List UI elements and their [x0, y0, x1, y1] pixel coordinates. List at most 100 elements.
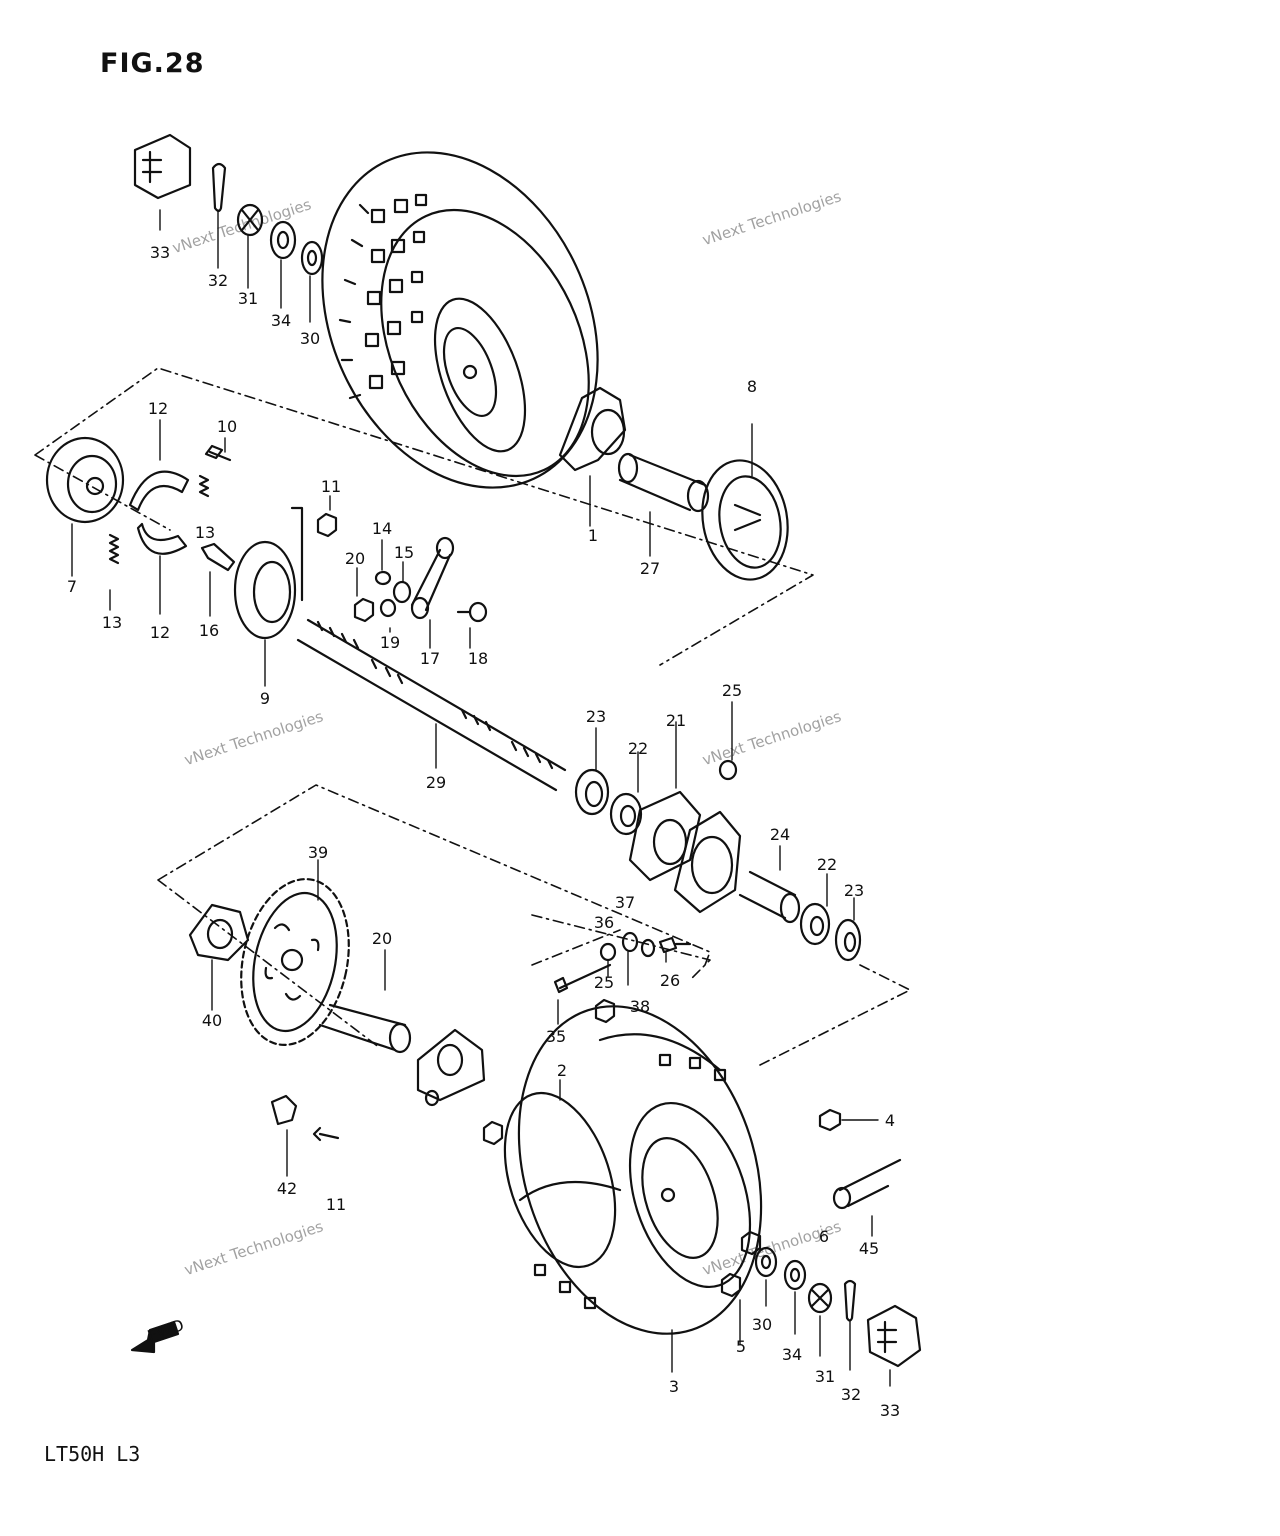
- knuckle-upper: [558, 386, 627, 472]
- callout-label: 34: [782, 1345, 802, 1364]
- nut-25: [718, 759, 738, 781]
- brake-bolt: [204, 444, 232, 462]
- brake-panel: [233, 506, 304, 640]
- brake-shoe-upper: [128, 470, 190, 512]
- cotter-pin-lower: [843, 1279, 857, 1322]
- brake-arm: [410, 536, 455, 620]
- valve-4: [818, 1108, 842, 1132]
- callout-label: 11: [326, 1195, 346, 1214]
- callout-label: 5: [736, 1337, 746, 1356]
- callout-label: 1: [588, 526, 598, 545]
- callout-label: 21: [666, 711, 686, 730]
- washer-30-lower: [754, 1246, 778, 1278]
- spacer-20: [318, 1003, 412, 1054]
- washer-36: [599, 942, 617, 962]
- nut-center: [482, 1120, 504, 1146]
- callout-label: 3: [669, 1377, 679, 1396]
- callout-label: 4: [885, 1111, 895, 1130]
- callout-label: 14: [372, 519, 392, 538]
- oil-seal-22b: [799, 902, 831, 946]
- callout-label: 23: [586, 707, 606, 726]
- callout-label: 22: [628, 739, 648, 758]
- callout-label: 18: [468, 649, 488, 668]
- callout-label: 29: [426, 773, 446, 792]
- leader-lines-wheel: [841, 1119, 879, 1237]
- nut-20: [353, 597, 375, 623]
- fwd-label: FWD: [145, 1315, 187, 1346]
- callout-label: 27: [640, 559, 660, 578]
- callout-label: 32: [208, 271, 228, 290]
- callout-label: 10: [217, 417, 237, 436]
- front-tire-upper: [321, 151, 599, 489]
- bolt-26: [658, 936, 692, 954]
- brake-drum-upper: [701, 459, 789, 581]
- bolt-left: [312, 1126, 340, 1142]
- callout-label: 13: [102, 613, 122, 632]
- cotter-pin-upper: [211, 162, 227, 213]
- callout-label: 30: [300, 329, 320, 348]
- leader-lines-sprocket: [211, 859, 386, 1177]
- callout-label: 33: [150, 243, 170, 262]
- brake-drum-left: [45, 436, 125, 524]
- washer-38: [640, 938, 656, 958]
- callout-label: 12: [148, 399, 168, 418]
- callout-label: 31: [238, 289, 258, 308]
- sprocket-39: [240, 878, 350, 1046]
- figure-title: FIG.28: [100, 48, 205, 79]
- callout-label: 31: [815, 1367, 835, 1386]
- callout-label: 45: [859, 1239, 879, 1258]
- rear-axle: [296, 618, 567, 792]
- bracket-42: [270, 1094, 298, 1126]
- callout-label: 17: [420, 649, 440, 668]
- callout-label: 34: [271, 311, 291, 330]
- callout-label: 13: [195, 523, 215, 542]
- callout-label: 22: [817, 855, 837, 874]
- sprocket-group-outline: [157, 784, 711, 1049]
- fwd-arrow-icon: [130, 1320, 180, 1354]
- wheel-cap-upper: [133, 133, 192, 200]
- leader-lines-lower: [559, 1079, 891, 1387]
- leader-lines-fasteners: [557, 951, 667, 1025]
- nut-6: [740, 1230, 762, 1256]
- callout-label: 42: [277, 1179, 297, 1198]
- washer-upper-b: [300, 240, 324, 276]
- bearing-23: [574, 768, 610, 816]
- washer-34-lower: [783, 1259, 807, 1291]
- nut-5: [720, 1272, 742, 1298]
- hub-carrier: [416, 1028, 486, 1107]
- leader-lines-brake: [71, 419, 471, 687]
- callout-label: 16: [199, 621, 219, 640]
- bearing-23b: [834, 918, 862, 962]
- stud-45: [832, 1158, 902, 1210]
- callout-label: 15: [394, 543, 414, 562]
- callout-label: 7: [67, 577, 77, 596]
- wheel-rim-lower: [628, 1101, 752, 1289]
- callout-label: 25: [722, 681, 742, 700]
- brake-group-outline: [34, 367, 814, 666]
- callout-label: 9: [260, 689, 270, 708]
- callout-label: 32: [841, 1385, 861, 1404]
- callout-label: 33: [880, 1401, 900, 1420]
- callout-label: 2: [557, 1061, 567, 1080]
- washer-15: [392, 580, 412, 604]
- callout-label: 25: [594, 973, 614, 992]
- castle-nut-upper: [236, 203, 264, 237]
- model-code: LT50H L3: [44, 1442, 141, 1466]
- callout-label: 38: [630, 997, 650, 1016]
- leader-lines-upper: [159, 209, 311, 323]
- nut-37: [621, 931, 639, 953]
- bolt-18: [456, 601, 488, 623]
- brake-cam: [200, 542, 236, 572]
- sprocket-hub-40: [188, 903, 250, 962]
- callout-label: 23: [844, 881, 864, 900]
- callout-label: 20: [372, 929, 392, 948]
- nut-11: [316, 512, 338, 538]
- washer-upper-a: [269, 220, 297, 260]
- callout-label: 24: [770, 825, 790, 844]
- callout-label: 30: [752, 1315, 772, 1334]
- callout-label: 8: [747, 377, 757, 396]
- castle-nut-lower: [807, 1282, 833, 1314]
